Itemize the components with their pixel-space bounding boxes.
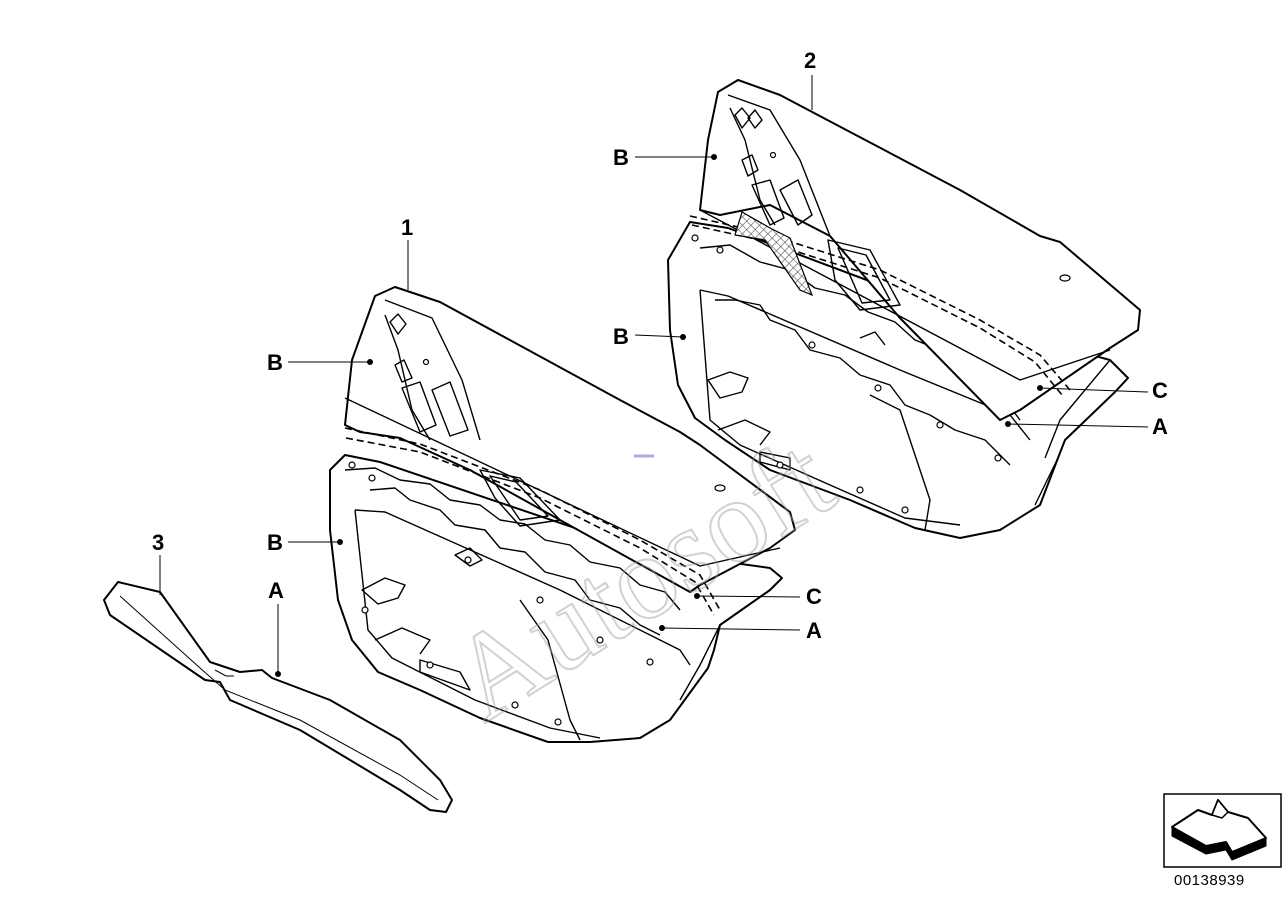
front-door-trim [329, 286, 796, 743]
label-a-front: A [806, 618, 822, 643]
part-number-3: 3 [152, 530, 164, 555]
label-a-rear: A [1152, 414, 1168, 439]
part-number-1: 1 [401, 215, 413, 240]
front-door-carrier [329, 454, 783, 743]
label-b-front-upper: B [267, 350, 283, 375]
part-number-2: 2 [804, 48, 816, 73]
front-arrow-icon [1163, 793, 1282, 868]
label-b-front-lower: B [267, 530, 283, 555]
label-c-front: C [806, 584, 822, 609]
reference-number: 00138939 [1174, 872, 1245, 889]
rear-door-trim [667, 79, 1141, 539]
leaders [159, 75, 1149, 677]
rear-door-carrier [667, 221, 1129, 539]
label-b-rear-lower: B [613, 324, 629, 349]
callouts: 2 B B C A 1 B B C A 3 A [152, 48, 1168, 643]
label-c-rear: C [1152, 378, 1168, 403]
label-b-rear-upper: B [613, 145, 629, 170]
label-a-strip: A [268, 578, 284, 603]
trim-strip [103, 581, 453, 813]
rear-door-upper-panel [699, 79, 1141, 421]
trim-strip-shape [103, 581, 453, 813]
